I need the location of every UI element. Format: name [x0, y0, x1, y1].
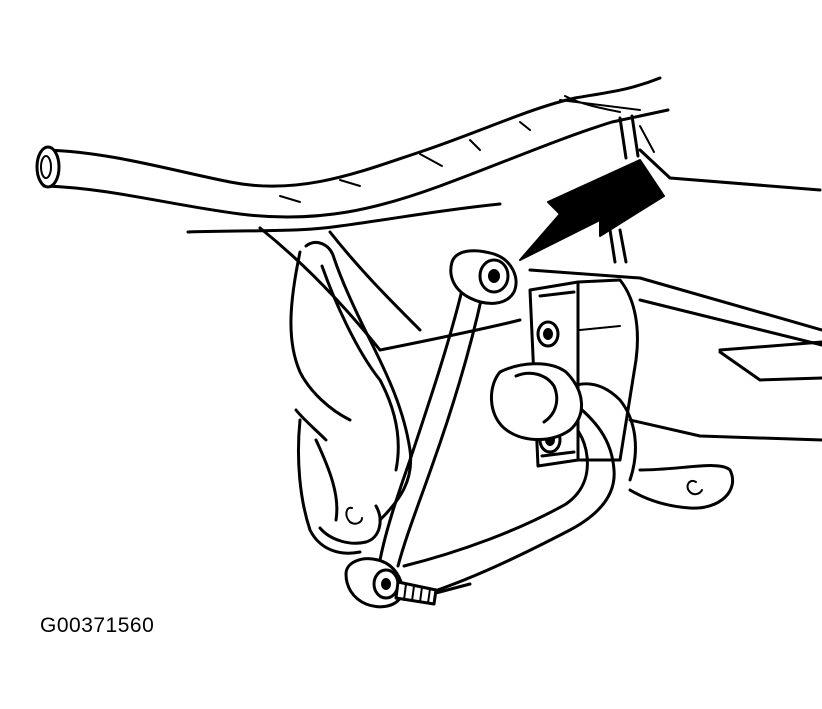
figure-id-label: G00371560 — [40, 614, 155, 637]
link-threaded-stud — [394, 580, 438, 606]
frame-rail — [35, 76, 822, 264]
link-lower-bushing — [344, 557, 404, 609]
stabilizer-link — [378, 288, 484, 568]
tube-end-icon — [35, 145, 61, 189]
arrow-pointer-icon — [519, 125, 665, 261]
link-upper-bushing — [449, 249, 518, 305]
lower-control-arm-bracket — [289, 241, 413, 555]
stabilizer-bushing-clamp — [489, 278, 639, 468]
